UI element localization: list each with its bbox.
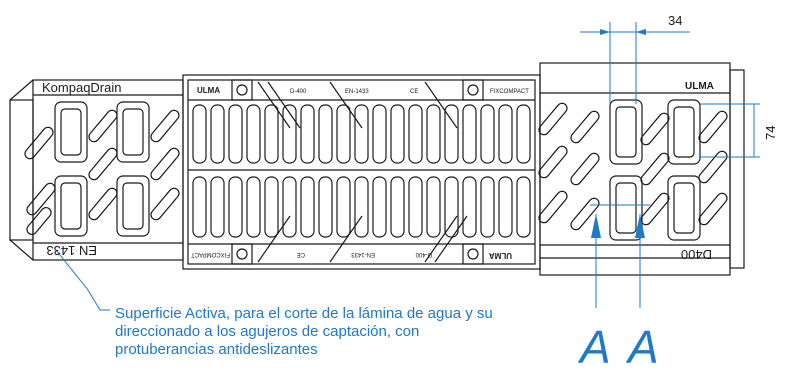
grate-mark-top-1: D-400 xyxy=(290,89,307,95)
section-marker: A A xyxy=(580,321,663,373)
dimension-74-label: 74 xyxy=(763,126,778,140)
right-antislip-ribs xyxy=(538,102,728,231)
grate-slots-upper xyxy=(192,104,531,164)
grate-mark-top-2: EN-1433 xyxy=(345,89,369,95)
left-channel-section xyxy=(9,79,184,261)
grate-mark-top-3: CE xyxy=(410,89,418,95)
left-standard-label: EN 1433 xyxy=(46,243,97,258)
grate-brand-label: ULMA xyxy=(197,86,220,95)
right-brand-label: ULMA xyxy=(685,81,714,92)
callout-note: Superficie Activa, para el corte de la l… xyxy=(115,305,493,358)
grate-mark-bottom-2: CE xyxy=(297,251,305,257)
grate-slots-lower xyxy=(192,176,531,238)
center-grate xyxy=(182,74,541,270)
left-antislip-ribs xyxy=(24,109,180,236)
grate-mark-top-4: FIXCOMPACT xyxy=(490,89,529,95)
left-brand-label: KompaqDrain xyxy=(42,80,122,95)
grate-mark-bottom-1: FIXCOMPACT xyxy=(191,251,230,257)
right-class-label: D400 xyxy=(681,247,712,262)
dimension-34-label: 34 xyxy=(668,13,682,28)
right-channel-section xyxy=(538,62,745,276)
dimension-lines xyxy=(55,22,760,311)
grate-brand-bottom-label: ULMA xyxy=(489,251,512,260)
grate-mark-bottom-4: D-400 xyxy=(415,251,432,257)
grate-mark-bottom-3: EN-1433 xyxy=(351,251,375,257)
